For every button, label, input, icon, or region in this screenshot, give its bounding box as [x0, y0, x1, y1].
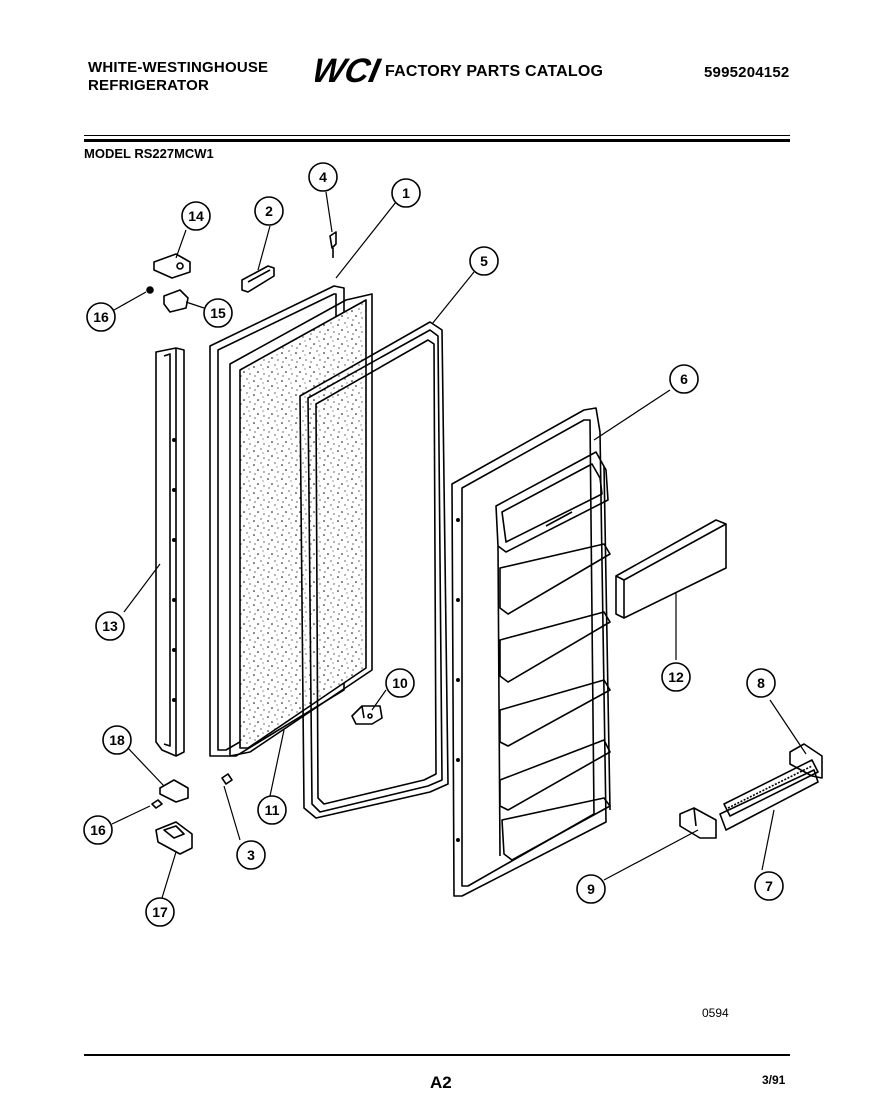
- outer-door-panel: [209, 285, 373, 757]
- leader-lines: [111, 191, 807, 899]
- callout-13: 13: [95, 611, 125, 641]
- callout-11: 11: [257, 795, 287, 825]
- svg-text:8: 8: [757, 675, 765, 691]
- top-hinge-parts: [146, 253, 191, 313]
- callout-14: 14: [181, 201, 211, 231]
- svg-text:2: 2: [265, 203, 273, 219]
- callout-6: 6: [669, 364, 699, 394]
- handle-trim-strip: [155, 347, 185, 757]
- svg-text:6: 6: [680, 371, 688, 387]
- svg-text:1: 1: [402, 185, 410, 201]
- drawing-reference-code: 0594: [702, 1006, 729, 1020]
- svg-text:3: 3: [247, 847, 255, 863]
- svg-text:15: 15: [210, 305, 226, 321]
- dairy-compartment-door: [615, 519, 727, 619]
- svg-text:7: 7: [765, 878, 773, 894]
- svg-text:13: 13: [102, 618, 118, 634]
- callout-3: 3: [236, 840, 266, 870]
- footer-rule: [84, 1054, 790, 1056]
- callout-16-bottom: 16: [83, 815, 113, 845]
- svg-text:5: 5: [480, 253, 488, 269]
- catalog-title: FACTORY PARTS CATALOG: [385, 63, 604, 80]
- svg-text:17: 17: [152, 904, 168, 920]
- product-type: REFRIGERATOR: [88, 77, 210, 94]
- page-identifier: A2: [430, 1073, 452, 1092]
- callout-17: 17: [145, 897, 175, 927]
- header-rule-thin: [84, 135, 790, 136]
- callout-1: 1: [391, 178, 421, 208]
- header-rule-thick: [84, 139, 790, 142]
- shelf-rail-assembly: [679, 743, 823, 839]
- svg-text:9: 9: [587, 881, 595, 897]
- callout-8: 8: [746, 668, 776, 698]
- hinge-pin: [241, 265, 275, 293]
- callout-18: 18: [102, 725, 132, 755]
- callout-12: 12: [661, 662, 691, 692]
- revision-date: 3/91: [762, 1073, 786, 1087]
- callout-7: 7: [754, 871, 784, 901]
- door-screw: [329, 231, 337, 258]
- callout-4: 4: [308, 162, 338, 192]
- callout-5: 5: [469, 246, 499, 276]
- callout-10: 10: [385, 668, 415, 698]
- bottom-hinge-parts: [151, 773, 233, 855]
- svg-text:4: 4: [319, 169, 327, 185]
- model-label: MODEL RS227MCW1: [84, 146, 214, 161]
- svg-text:10: 10: [392, 675, 408, 691]
- svg-text:14: 14: [188, 208, 204, 224]
- callout-16-top: 16: [86, 302, 116, 332]
- door-stop-bracket: [351, 705, 383, 725]
- svg-text:12: 12: [668, 669, 684, 685]
- svg-text:18: 18: [109, 732, 125, 748]
- svg-text:16: 16: [93, 309, 109, 325]
- document-number: 5995204152: [704, 64, 790, 81]
- svg-text:11: 11: [265, 802, 280, 818]
- brand-name: WHITE-WESTINGHOUSE: [88, 59, 269, 76]
- wci-logo-text: WCI: [315, 52, 383, 86]
- wci-logo: WCI: [315, 52, 383, 86]
- callout-15: 15: [203, 298, 233, 328]
- svg-text:16: 16: [90, 822, 106, 838]
- inner-door-liner: [451, 407, 611, 897]
- callout-2: 2: [254, 196, 284, 226]
- callout-9: 9: [576, 874, 606, 904]
